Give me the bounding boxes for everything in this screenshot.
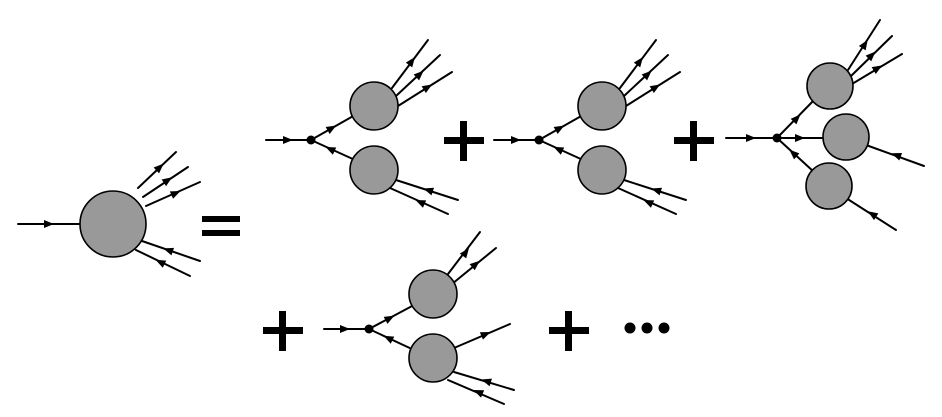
vertex <box>772 133 782 143</box>
arrow-icon <box>633 57 644 68</box>
arrow-icon <box>651 187 662 196</box>
arrow-icon <box>553 125 565 134</box>
arrow-icon <box>44 220 54 228</box>
arrow-icon <box>865 51 876 62</box>
arrow-icon <box>867 211 879 221</box>
vertex <box>534 135 544 145</box>
arrow-icon <box>383 335 395 344</box>
arrow-icon <box>421 84 433 94</box>
term-2-diagram <box>493 39 687 215</box>
arrow-icon <box>643 199 655 208</box>
arrow-icon <box>641 70 652 81</box>
arrow-icon <box>649 84 661 94</box>
blob <box>349 145 399 195</box>
term-1-diagram <box>265 39 459 215</box>
term-3-diagram <box>725 19 925 231</box>
arrow-icon <box>423 187 434 196</box>
blob <box>408 333 458 383</box>
arrow-icon <box>553 146 565 155</box>
plus-sign <box>674 121 714 161</box>
ellipsis <box>624 322 670 334</box>
equals-sign <box>202 216 240 236</box>
blob <box>806 62 854 110</box>
arrow-icon <box>383 315 395 324</box>
arrow-icon <box>459 248 470 259</box>
arrow-icon <box>891 152 903 161</box>
arrow-icon <box>473 390 485 398</box>
arrow-icon <box>871 65 883 75</box>
lhs-diagram <box>17 151 201 277</box>
arrow-icon <box>481 378 492 387</box>
arrow-icon <box>790 114 801 125</box>
arrow-icon <box>415 199 427 208</box>
plus-sign <box>444 121 484 161</box>
arrow-icon <box>325 125 337 134</box>
vertex <box>306 135 316 145</box>
arrow-icon <box>479 332 491 340</box>
arrow-icon <box>153 163 164 174</box>
arrow-icon <box>789 149 800 160</box>
blob <box>577 145 627 195</box>
arrow-icon <box>795 134 805 142</box>
arrow-icon <box>858 39 868 51</box>
blob <box>822 113 870 161</box>
blob <box>805 162 853 210</box>
plus-sign <box>263 311 303 351</box>
plus-sign <box>549 311 589 351</box>
arrow-icon <box>511 136 521 144</box>
arrow-icon <box>746 134 756 142</box>
arrow-icon <box>283 136 293 144</box>
vertex <box>364 324 374 334</box>
blob <box>577 81 627 131</box>
arrow-icon <box>469 260 480 271</box>
blob <box>349 81 399 131</box>
blob <box>79 190 147 258</box>
arrow-icon <box>169 190 181 199</box>
arrow-icon <box>405 57 416 68</box>
arrow-icon <box>325 146 337 155</box>
arrow-icon <box>155 259 167 268</box>
term-4-diagram <box>323 231 515 405</box>
blob <box>408 269 458 319</box>
arrow-icon <box>413 70 424 81</box>
arrow-icon <box>163 247 175 256</box>
arrow-icon <box>161 177 173 187</box>
arrow-icon <box>340 325 350 333</box>
